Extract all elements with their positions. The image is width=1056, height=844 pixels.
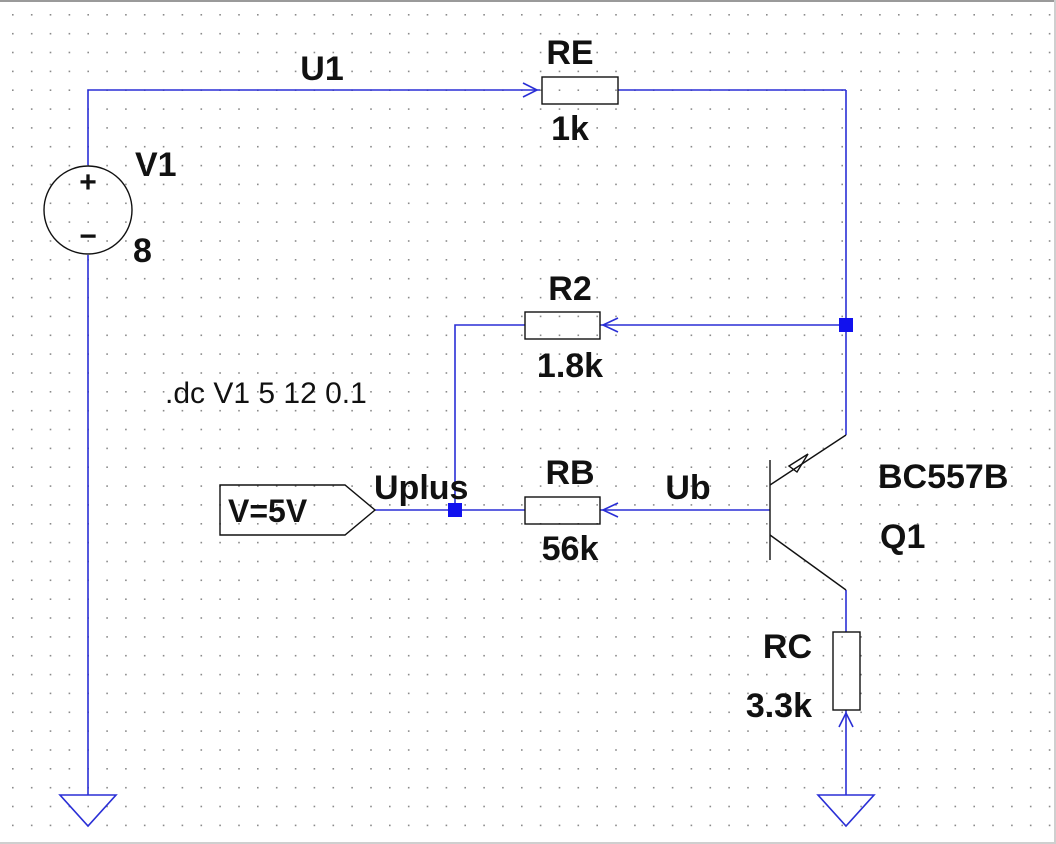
current-arrows xyxy=(522,82,854,728)
voltage-tag-text[interactable]: V=5V xyxy=(228,493,308,529)
ground-right-icon xyxy=(816,794,876,828)
resistor-r2-name[interactable]: R2 xyxy=(548,270,591,308)
arrow-re-icon xyxy=(522,82,539,98)
arrow-r2-icon xyxy=(601,317,619,333)
spice-directive[interactable]: .dc V1 5 12 0.1 xyxy=(165,377,367,410)
ground-left-icon xyxy=(58,794,118,828)
v1-minus-sign: − xyxy=(79,220,97,253)
resistor-re-body[interactable] xyxy=(541,76,619,105)
net-label-u1[interactable]: U1 xyxy=(300,50,343,88)
transistor-emitter-leg xyxy=(769,434,847,486)
resistor-re-value[interactable]: 1k xyxy=(551,110,589,148)
transistor-emitter-arrow-icon xyxy=(787,453,809,474)
net-label-uplus[interactable]: Uplus xyxy=(374,469,468,507)
source-v1-value[interactable]: 8 xyxy=(133,232,152,270)
voltage-tag-shape[interactable] xyxy=(219,484,377,536)
arrow-rb-icon xyxy=(601,502,619,518)
source-v1-name[interactable]: V1 xyxy=(135,146,177,184)
wire-r2-left[interactable] xyxy=(454,324,525,510)
junction-right-rail xyxy=(839,318,853,332)
transistor-q1[interactable] xyxy=(769,434,847,591)
resistor-re-name[interactable]: RE xyxy=(546,34,593,72)
transistor-model[interactable]: BC557B xyxy=(878,458,1008,496)
net-label-ub[interactable]: Ub xyxy=(665,469,710,507)
wire-u1-net[interactable] xyxy=(87,89,540,165)
v1-plus-sign: + xyxy=(79,166,97,199)
wires xyxy=(87,89,847,795)
resistor-r2-body[interactable] xyxy=(524,311,601,340)
junction-uplus xyxy=(448,503,462,517)
resistor-r2-value[interactable]: 1.8k xyxy=(537,347,603,385)
grid-dots xyxy=(12,14,1051,827)
resistor-rb-body[interactable] xyxy=(524,496,601,525)
voltage-source-circle xyxy=(43,165,133,255)
transistor-collector-leg xyxy=(769,534,847,591)
resistor-rc-value[interactable]: 3.3k xyxy=(746,687,812,725)
arrow-rc-icon xyxy=(838,711,854,728)
resistor-rb-name[interactable]: RB xyxy=(545,454,594,492)
resistor-rc-name[interactable]: RC xyxy=(763,628,812,666)
resistor-rb-value[interactable]: 56k xyxy=(542,530,599,568)
resistor-rc-body[interactable] xyxy=(832,631,861,711)
voltage-source-v1[interactable]: + − xyxy=(43,165,133,255)
transistor-name[interactable]: Q1 xyxy=(880,518,925,556)
